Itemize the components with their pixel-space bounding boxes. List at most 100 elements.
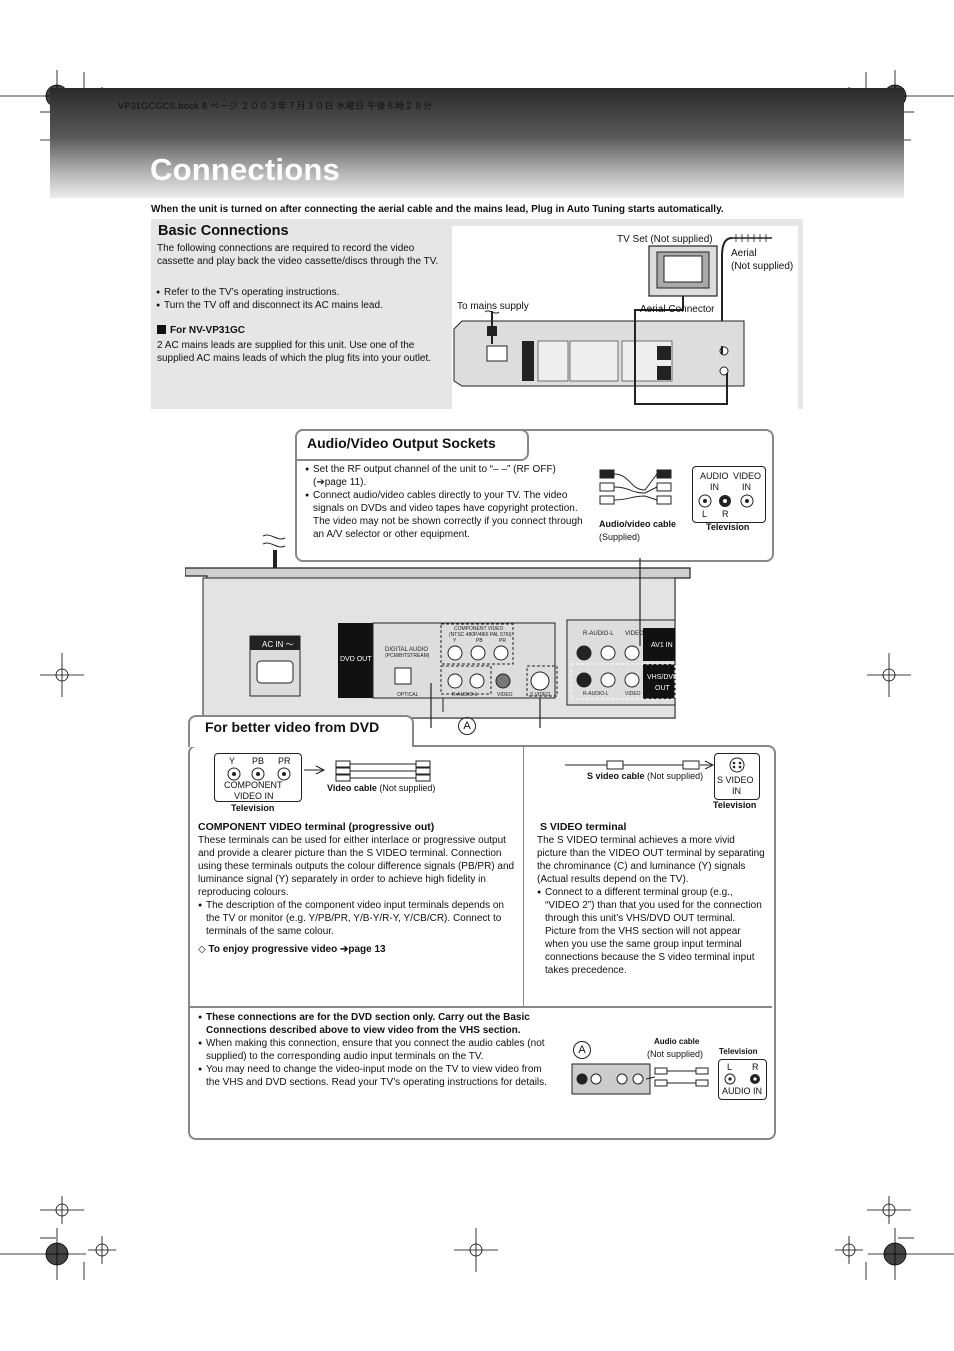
- s-video-text: The S VIDEO terminal achieves a more viv…: [537, 835, 765, 885]
- panel-pb-label: PB: [476, 638, 483, 644]
- comp-y-label: Y: [229, 756, 236, 766]
- dvd-out-label: DVD OUT: [340, 656, 372, 663]
- tv-in-label-2: IN: [742, 482, 751, 492]
- tv-label: Television: [706, 522, 750, 532]
- s-video-heading: S VIDEO terminal: [540, 821, 627, 833]
- basic-title: Basic Connections: [158, 223, 289, 239]
- comp-line1: COMPONENT: [224, 780, 283, 790]
- tv-audio-label: AUDIO: [700, 471, 729, 481]
- basic-connection-diagram: TV Set (Not supplied) Aerial (Not suppli…: [452, 226, 798, 409]
- component-section: These terminals can be used for either i…: [198, 834, 518, 956]
- tv-video-label: VIDEO: [733, 471, 762, 481]
- rear-panel-drawing: [185, 534, 691, 728]
- audio-tv-input: L R AUDIO IN: [718, 1059, 767, 1100]
- audio-cable-drawing: [571, 1063, 709, 1095]
- basic-connections-panel: Basic Connections The following connecti…: [151, 219, 803, 409]
- panel-s-video-label: S VIDEO: [530, 692, 551, 698]
- diamond-icon: ◇: [198, 944, 206, 955]
- optical-label: OPTICAL: [397, 692, 419, 698]
- bottom-note: When making this connection, ensure that…: [198, 1037, 556, 1063]
- header-band: [50, 88, 904, 198]
- intro-note: When the unit is turned on after connect…: [151, 204, 724, 215]
- comp-pr-label: PR: [278, 756, 291, 766]
- sv-line2: IN: [732, 786, 741, 796]
- digital-audio-label: DIGITAL AUDIO: [385, 647, 429, 653]
- tv-av-input-panel: AUDIO VIDEO IN IN L R: [692, 466, 766, 523]
- audio-l-label: L: [727, 1062, 733, 1072]
- av1-in-label: AV1 IN: [651, 642, 673, 649]
- audio-r-label: R: [752, 1062, 759, 1072]
- aerial-note: (Not supplied): [731, 261, 794, 272]
- basic-bullet: Turn the TV off and disconnect its AC ma…: [156, 299, 451, 312]
- panel-pr-label: PR: [499, 638, 506, 644]
- av-output-tab: [295, 429, 529, 461]
- component-heading: COMPONENT VIDEO terminal (progressive ou…: [198, 821, 435, 833]
- better-video-tab: [188, 715, 414, 747]
- aerial-connector-label: Aerial Connector: [640, 304, 715, 315]
- audio-in-label: AUDIO IN: [722, 1086, 763, 1096]
- component-text: These terminals can be used for either i…: [198, 835, 515, 898]
- sv-line1: S VIDEO: [717, 775, 754, 785]
- marker-a-panel: A: [458, 717, 476, 735]
- vhs-r-audio-l-bottom: R-AUDIO-L: [583, 691, 609, 697]
- component-bullet: The description of the component video i…: [198, 899, 518, 938]
- square-icon: [157, 325, 166, 334]
- comp-line2: VIDEO IN: [234, 791, 274, 801]
- tv-av-jacks-icon: [698, 494, 754, 508]
- better-video-title: For better video from DVD: [205, 719, 380, 735]
- basic-diagram-drawing: [453, 234, 772, 405]
- av-output-title: Audio/Video Output Sockets: [307, 435, 496, 451]
- component-sub-label: (NTSC 480P/480I PAL 576I): [449, 632, 512, 638]
- av-cable-drawing: [599, 469, 672, 505]
- vhs-r-audio-l-top: R-AUDIO-L: [583, 631, 614, 637]
- mains-label: To mains supply: [457, 301, 529, 312]
- av-note: Connect audio/video cables directly to y…: [305, 489, 590, 541]
- file-info: VP31GCGCS.book 8 ページ ２００３年７月３０日 水曜日 午後８時…: [118, 101, 433, 111]
- bottom-note: You may need to change the video-input m…: [198, 1063, 556, 1089]
- av-cable-label: Audio/video cable: [599, 519, 677, 529]
- audio-cable-note: (Not supplied): [647, 1049, 704, 1059]
- panel-y-label: Y: [453, 638, 457, 644]
- basic-description: The following connections are required t…: [157, 243, 439, 267]
- component-video-label: COMPONENT VIDEO: [454, 626, 504, 632]
- ac-in-label: AC IN ～: [262, 640, 294, 649]
- video-cable-caption: Video cable (Not supplied): [327, 783, 436, 793]
- tv-in-label-1: IN: [710, 482, 719, 492]
- for-model-heading: For NV-VP31GC: [157, 325, 245, 336]
- bottom-note: These connections are for the DVD sectio…: [198, 1011, 556, 1037]
- page-title: Connections: [150, 152, 340, 187]
- component-jacks-icon: [227, 767, 291, 781]
- tv-set-label: TV Set (Not supplied): [617, 234, 713, 245]
- av-note: Set the RF output channel of the unit to…: [305, 463, 590, 489]
- comp-tv-label: Television: [231, 803, 275, 813]
- vhs-dvd-out-2: OUT: [655, 685, 670, 692]
- panel-video-label: VIDEO: [497, 692, 513, 698]
- panel-r-audio-l: R-AUDIO-L: [452, 692, 478, 698]
- s-video-section: The S VIDEO terminal achieves a more viv…: [537, 834, 765, 977]
- marker-a-bottom: A: [573, 1041, 591, 1059]
- audio-jacks-icon: [724, 1073, 760, 1085]
- model-note: 2 AC mains leads are supplied for this u…: [157, 340, 432, 364]
- progressive-note: ◇ To enjoy progressive video ➔page 13: [198, 944, 386, 955]
- vhs-dvd-out-1: VHS/DVD: [647, 674, 679, 681]
- vhs-video-bottom: VIDEO: [625, 691, 641, 697]
- horizontal-divider: [190, 1006, 772, 1008]
- basic-bullets: Refer to the TV’s operating instructions…: [156, 286, 451, 312]
- tv-r-label: R: [722, 509, 729, 519]
- component-tv-input: Y PB PR COMPONENT VIDEO IN: [214, 753, 302, 802]
- av-output-notes: Set the RF output channel of the unit to…: [305, 463, 590, 541]
- aerial-label: Aerial: [731, 248, 757, 259]
- s-video-cable-caption: S video cable (Not supplied): [587, 771, 704, 781]
- vhs-video-top: VIDEO: [625, 631, 644, 637]
- s-video-tv-input: S VIDEO IN: [714, 753, 760, 800]
- s-video-bullet: Connect to a different terminal group (e…: [537, 886, 765, 977]
- audio-cable-label: Audio cable: [654, 1037, 700, 1046]
- vertical-divider: [523, 747, 524, 1006]
- s-video-jack-icon: [729, 757, 745, 773]
- tv-l-label: L: [702, 509, 708, 519]
- comp-pb-label: PB: [252, 756, 265, 766]
- audio-tv-label: Television: [719, 1047, 758, 1056]
- basic-bullet: Refer to the TV’s operating instructions…: [156, 286, 451, 299]
- av-cable-note: (Supplied): [599, 532, 641, 542]
- s-video-cable-drawing: [565, 760, 715, 770]
